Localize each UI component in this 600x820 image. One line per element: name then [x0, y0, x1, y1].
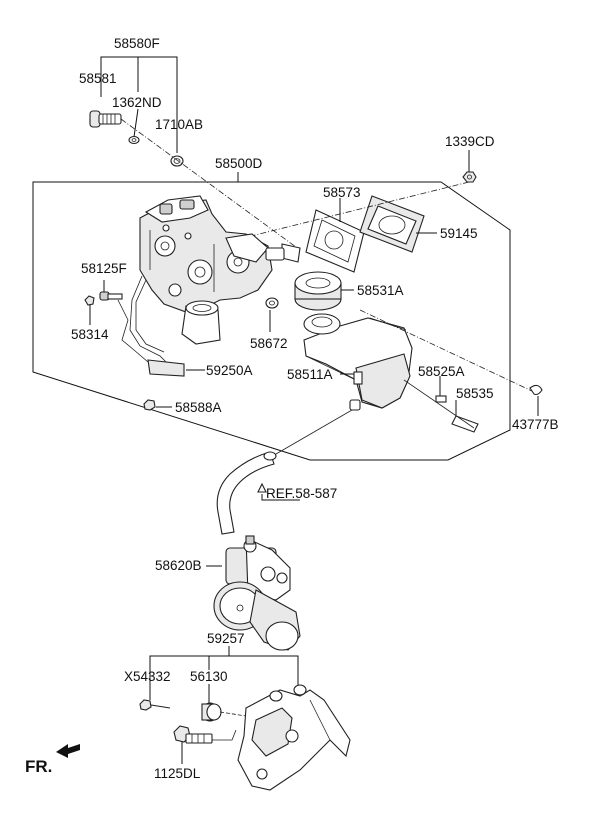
gasket-59145 — [359, 195, 437, 253]
label-fr: FR. — [25, 757, 52, 776]
clip-43777B — [359, 309, 543, 416]
gasket-58573 — [305, 198, 365, 273]
assembly-box-58500D — [32, 172, 511, 461]
label-58525A: 58525A — [418, 364, 465, 379]
mount-bracket — [237, 684, 351, 791]
bolt-1125DL — [173, 725, 237, 764]
label-1339CD: 1339CD — [445, 134, 495, 149]
front-direction-indicator — [56, 744, 80, 758]
sensor-58535 — [451, 400, 479, 433]
label-58588A: 58588A — [175, 400, 222, 415]
clip-58314 — [84, 295, 95, 325]
label-43777B: 43777B — [512, 417, 559, 432]
clip-1362ND — [128, 135, 140, 145]
label-58573: 58573 — [323, 185, 361, 200]
group-bracket-59257 — [149, 646, 299, 704]
label-58620B: 58620B — [155, 558, 202, 573]
master-cylinder-body — [129, 195, 301, 367]
label-58581: 58581 — [79, 71, 117, 86]
bolt-58588A — [143, 399, 172, 411]
bushing-56130 — [201, 702, 247, 722]
pin-58525A — [435, 376, 447, 403]
label-58531A: 58531A — [357, 283, 404, 298]
bracket-59250A — [117, 299, 205, 377]
label-58580F: 58580F — [114, 36, 160, 51]
label-58125F: 58125F — [81, 261, 127, 276]
label-1362ND: 1362ND — [112, 95, 162, 110]
nut-1339CD — [462, 150, 477, 183]
label-1125DL: 1125DL — [154, 766, 201, 781]
label-X54332: X54332 — [124, 669, 171, 684]
label-58314: 58314 — [71, 327, 109, 342]
bolt-X54332 — [139, 699, 171, 711]
label-ref-58-587: REF.58-587 — [266, 486, 337, 501]
label-58672: 58672 — [250, 336, 288, 351]
label-1710AB: 1710AB — [155, 117, 203, 132]
clip-58672 — [265, 297, 279, 332]
label-59250A: 59250A — [206, 363, 253, 378]
bolt-58581 — [89, 110, 122, 128]
label-58535: 58535 — [456, 386, 494, 401]
label-59257: 59257 — [207, 631, 245, 646]
bolt-58125F — [99, 280, 123, 301]
group-bracket-58580F — [100, 56, 178, 153]
reservoir-58511A — [303, 313, 413, 411]
label-56130: 56130 — [190, 669, 228, 684]
label-58500D: 58500D — [215, 156, 263, 171]
label-58511A: 58511A — [287, 367, 333, 382]
ring-1710AB — [170, 155, 184, 167]
hose-ref — [216, 409, 353, 535]
pump-58620B — [206, 535, 301, 651]
cap-58531A — [294, 271, 354, 311]
label-59145: 59145 — [440, 226, 478, 241]
